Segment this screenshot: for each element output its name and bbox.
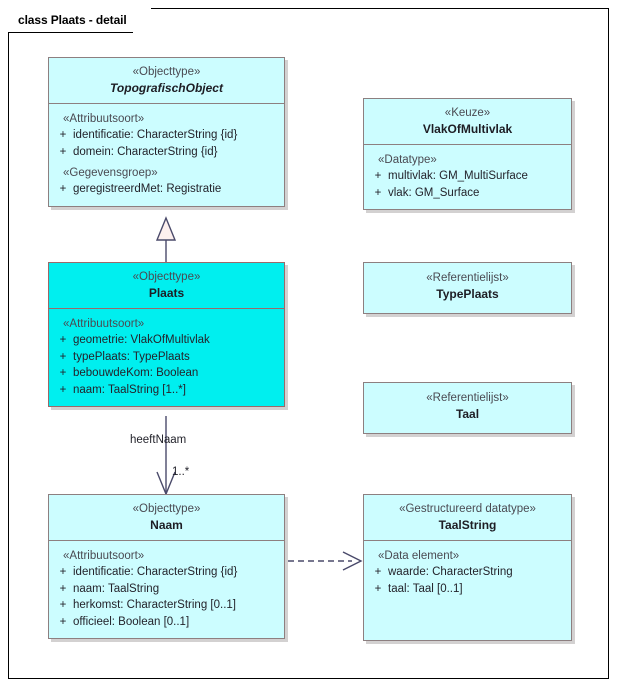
- attribute-text: identificatie: CharacterString {id}: [73, 566, 238, 578]
- class-stereotype: «Keuze»: [444, 107, 491, 119]
- attribute-row[interactable]: + naam: TaalString: [53, 581, 280, 598]
- attribute-visibility: +: [59, 350, 67, 363]
- class-name: TopografischObject: [110, 81, 223, 95]
- attribute-visibility: +: [374, 170, 382, 182]
- association-label-heeftnaam: heeftNaam: [130, 434, 187, 446]
- attribute-text: bebouwdeKom: Boolean: [73, 367, 199, 379]
- class-stereotype: «Gestructureerd datatype»: [399, 503, 536, 515]
- attribute-text: geregistreerdMet: Registratie: [73, 183, 222, 195]
- class-box-plaats[interactable]: «Objecttype» Plaats «Attribuutsoort» + g…: [48, 262, 285, 407]
- class-header-naam: «Objecttype» Naam: [49, 495, 284, 540]
- class-box-vlakofmultivlak[interactable]: «Keuze» VlakOfMultivlak «Datatype» + mul…: [363, 98, 572, 210]
- class-name: Taal: [455, 407, 480, 421]
- attribute-row[interactable]: + herkomst: CharacterString [0..1]: [53, 597, 280, 614]
- class-attributes-taalstring: «Data element» + waarde: CharacterString…: [364, 540, 571, 605]
- tab-slant-decoration: [132, 8, 151, 33]
- class-header-taal: «Referentielijst» Taal: [364, 383, 571, 429]
- attribute-row[interactable]: + naam: TaalString [1..*]: [53, 382, 280, 399]
- diagram-title-tab-body: class Plaats - detail: [8, 8, 133, 33]
- class-stereotype: «Objecttype»: [132, 66, 201, 78]
- attribute-text: herkomst: CharacterString [0..1]: [73, 599, 236, 611]
- attribute-visibility: +: [374, 566, 382, 578]
- attribute-group-label: «Attribuutsoort»: [63, 113, 145, 125]
- attribute-group-label: «Attribuutsoort»: [63, 550, 145, 562]
- class-box-naam[interactable]: «Objecttype» Naam «Attribuutsoort» + ide…: [48, 494, 285, 639]
- class-box-topografischobject[interactable]: «Objecttype» TopografischObject «Attribu…: [48, 57, 285, 207]
- attribute-row[interactable]: + vlak: GM_Surface: [368, 185, 567, 202]
- attribute-visibility: +: [59, 566, 67, 578]
- attribute-row[interactable]: + bebouwdeKom: Boolean: [53, 365, 280, 382]
- class-name: TaalString: [438, 518, 497, 532]
- attribute-visibility: +: [59, 582, 67, 595]
- attribute-text: domein: CharacterString {id}: [73, 145, 218, 158]
- attribute-row[interactable]: + officieel: Boolean [0..1]: [53, 614, 280, 631]
- class-stereotype: «Referentielijst»: [426, 392, 509, 404]
- class-box-taalstring[interactable]: «Gestructureerd datatype» TaalString «Da…: [363, 494, 572, 641]
- attribute-text: typePlaats: TypePlaats: [73, 350, 190, 363]
- attribute-text: officieel: Boolean [0..1]: [73, 615, 190, 628]
- attribute-row[interactable]: + identificatie: CharacterString {id}: [53, 127, 280, 144]
- class-box-taal[interactable]: «Referentielijst» Taal: [363, 382, 572, 434]
- diagram-title-tab[interactable]: class Plaats - detail: [8, 8, 151, 33]
- attribute-text: naam: TaalString [1..*]: [73, 383, 186, 396]
- attribute-visibility: +: [59, 383, 67, 396]
- class-stereotype: «Referentielijst»: [426, 272, 509, 284]
- class-header-taalstring: «Gestructureerd datatype» TaalString: [364, 495, 571, 540]
- class-name: Naam: [150, 518, 183, 532]
- attribute-row[interactable]: + waarde: CharacterString: [368, 564, 567, 581]
- attribute-text: taal: Taal [0..1]: [388, 582, 463, 595]
- attribute-text: geometrie: VlakOfMultivlak: [73, 334, 210, 346]
- attribute-row[interactable]: + geometrie: VlakOfMultivlak: [53, 332, 280, 349]
- class-attributes-vlakofmultivlak: «Datatype» + multivlak: GM_MultiSurface …: [364, 144, 571, 209]
- attribute-visibility: +: [59, 334, 67, 346]
- attribute-row[interactable]: + identificatie: CharacterString {id}: [53, 564, 280, 581]
- attribute-visibility: +: [59, 145, 67, 158]
- diagram-title-label: class Plaats - detail: [18, 13, 127, 27]
- attribute-row[interactable]: + taal: Taal [0..1]: [368, 581, 567, 598]
- attribute-text: vlak: GM_Surface: [388, 186, 480, 199]
- attribute-group-label: «Attribuutsoort»: [63, 318, 145, 330]
- attribute-group-label: «Data element»: [378, 550, 460, 562]
- attribute-text: identificatie: CharacterString {id}: [73, 129, 238, 141]
- class-name: TypePlaats: [436, 287, 499, 301]
- class-header-typeplaats: «Referentielijst» TypePlaats: [364, 263, 571, 309]
- class-box-typeplaats[interactable]: «Referentielijst» TypePlaats: [363, 262, 572, 314]
- attribute-visibility: +: [59, 599, 67, 611]
- attribute-text: multivlak: GM_MultiSurface: [388, 170, 528, 182]
- class-name: VlakOfMultivlak: [422, 122, 513, 136]
- class-header-topografischobject: «Objecttype» TopografischObject: [49, 58, 284, 103]
- attribute-group-label: «Gegevensgroep»: [63, 167, 158, 179]
- attribute-text: waarde: CharacterString: [388, 566, 513, 578]
- attribute-row[interactable]: + multivlak: GM_MultiSurface: [368, 168, 567, 185]
- attribute-visibility: +: [59, 183, 67, 195]
- attribute-visibility: +: [59, 367, 67, 379]
- attribute-visibility: +: [374, 582, 382, 595]
- class-attributes-topografischobject: «Attribuutsoort» + identificatie: Charac…: [49, 103, 284, 206]
- attribute-visibility: +: [59, 615, 67, 628]
- class-attributes-plaats: «Attribuutsoort» + geometrie: VlakOfMult…: [49, 308, 284, 406]
- attribute-row[interactable]: + geregistreerdMet: Registratie: [53, 181, 280, 198]
- attribute-row[interactable]: + typePlaats: TypePlaats: [53, 349, 280, 366]
- class-attributes-naam: «Attribuutsoort» + identificatie: Charac…: [49, 540, 284, 638]
- class-header-vlakofmultivlak: «Keuze» VlakOfMultivlak: [364, 99, 571, 144]
- attribute-row[interactable]: + domein: CharacterString {id}: [53, 144, 280, 161]
- class-name: Plaats: [148, 286, 185, 300]
- attribute-text: naam: TaalString: [73, 582, 160, 595]
- association-multiplicity-target: 1..*: [172, 466, 190, 478]
- attribute-group-label: «Datatype»: [378, 154, 437, 166]
- class-header-plaats: «Objecttype» Plaats: [49, 263, 284, 308]
- attribute-visibility: +: [374, 186, 382, 199]
- class-stereotype: «Objecttype»: [132, 503, 201, 515]
- class-stereotype: «Objecttype»: [132, 271, 201, 283]
- attribute-visibility: +: [59, 129, 67, 141]
